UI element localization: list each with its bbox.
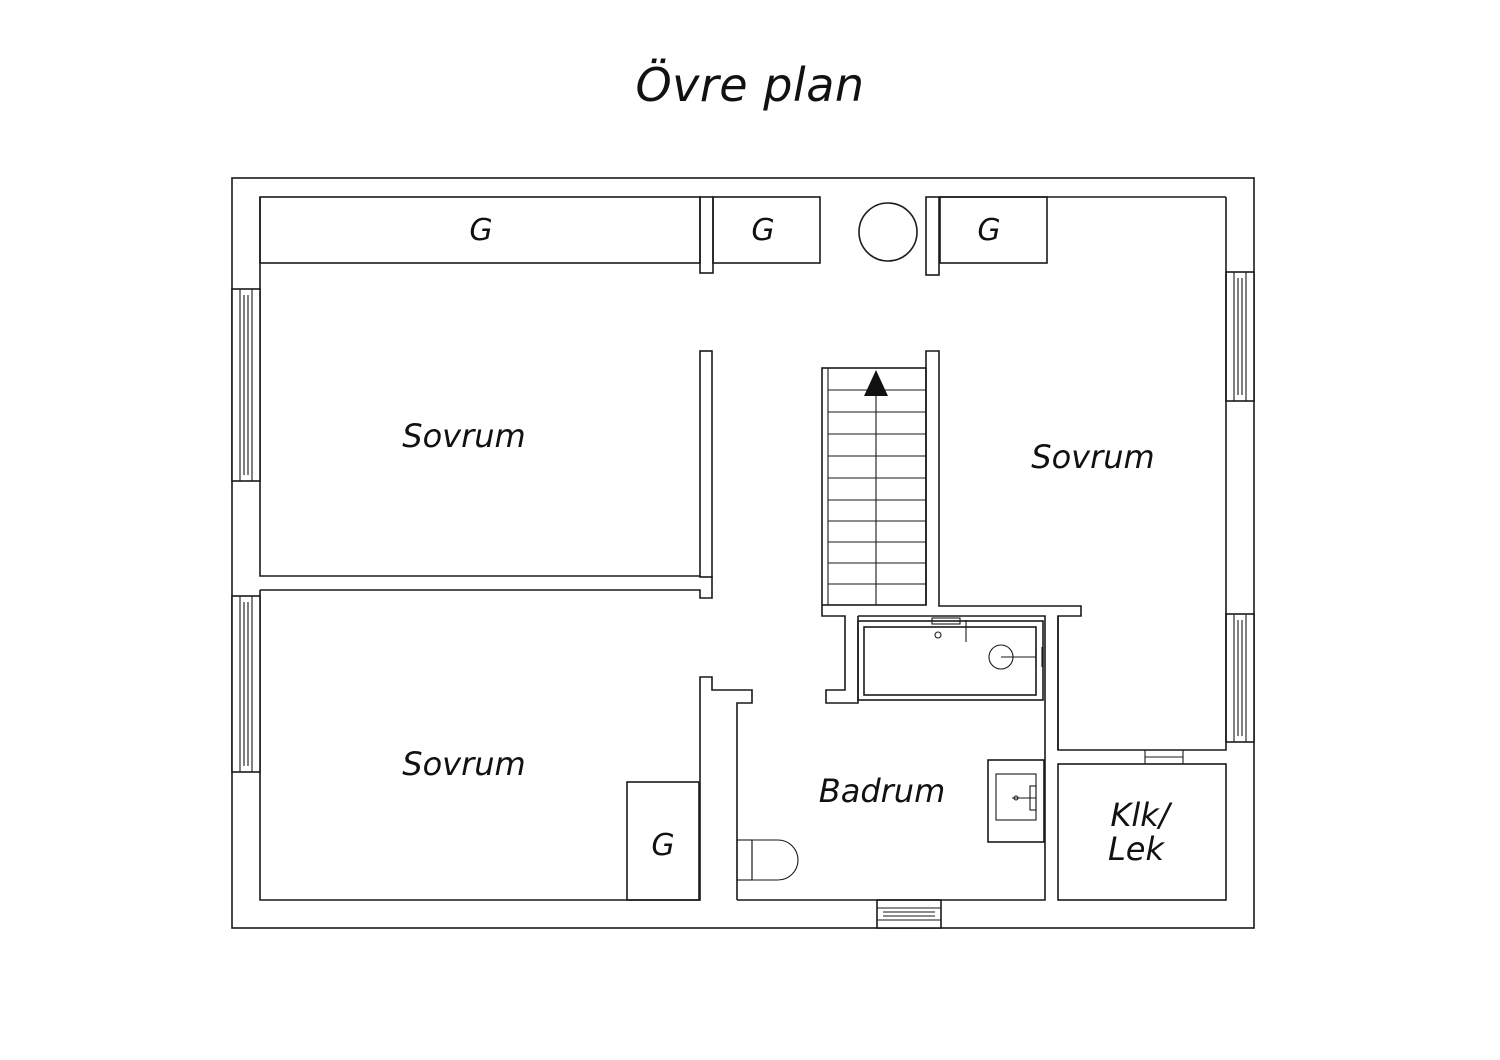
closet-g2-label: G — [751, 213, 774, 248]
bathroom-sink — [987, 759, 1045, 843]
window-bottom-bathroom — [876, 899, 942, 929]
window-left-upper — [231, 288, 261, 482]
room-klk-lek-line2: Lek — [1108, 830, 1166, 868]
bathroom-wall-left — [821, 605, 859, 704]
bedroom-bottom-left-wall — [259, 590, 753, 901]
room-sovrum-top-left: Sovrum — [402, 417, 525, 455]
closet-g4 — [626, 781, 700, 901]
chimney-circle — [858, 202, 918, 262]
closet-g1-label: G — [469, 213, 492, 248]
klk-lek-room — [1057, 763, 1227, 901]
staircase — [821, 367, 927, 606]
toilet — [736, 839, 799, 881]
closet-g3-label: G — [977, 213, 1000, 248]
stair-up-arrow-icon — [864, 370, 888, 396]
bathroom-wall — [737, 615, 1046, 901]
window-right-lower — [1225, 613, 1255, 743]
room-sovrum-right: Sovrum — [1031, 438, 1154, 476]
closet-g4-label: G — [651, 828, 674, 863]
wall-stub-top-right — [925, 196, 940, 276]
bedroom-right-wall — [925, 197, 1227, 751]
wall-stub-top-left — [699, 196, 714, 274]
wall-partition-left-top — [699, 350, 713, 578]
plan-title: Övre plan — [635, 58, 865, 112]
room-sovrum-bottom-left: Sovrum — [402, 745, 525, 783]
bathtub — [857, 617, 1044, 701]
window-left-lower — [231, 595, 261, 773]
room-klk-lek-line1: Klk/ — [1110, 796, 1172, 834]
outer-wall-outline — [231, 177, 1255, 929]
room-badrum: Badrum — [819, 772, 945, 810]
window-right-upper — [1225, 271, 1255, 402]
bedroom-bottom-left-top-wall — [260, 576, 713, 599]
